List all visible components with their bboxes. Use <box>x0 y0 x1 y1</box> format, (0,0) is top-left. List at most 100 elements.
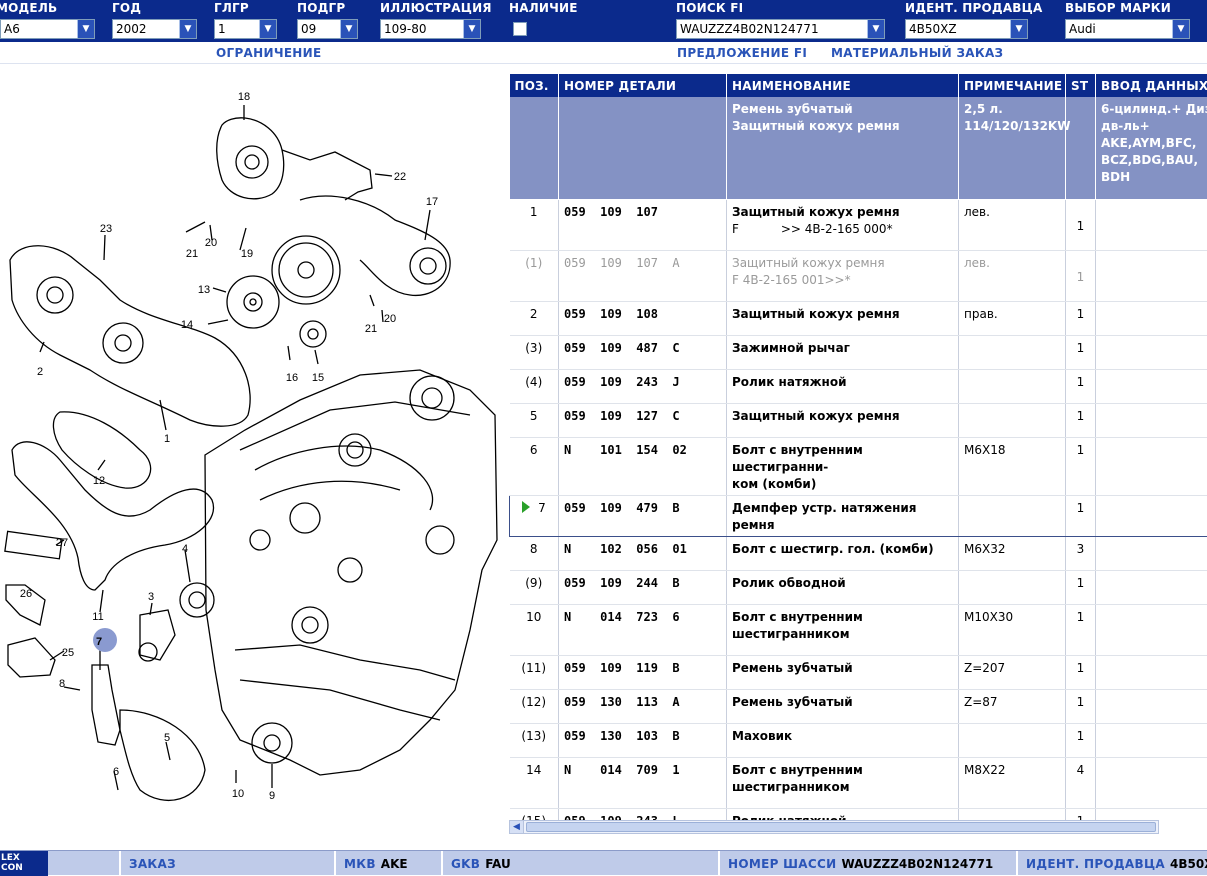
st-value: 1 <box>1071 204 1090 235</box>
scrollbar-thumb[interactable] <box>526 822 1156 832</box>
group-note: 2,5 л.114/120/132KW <box>959 97 1066 199</box>
chevron-down-icon[interactable]: ▼ <box>77 20 94 38</box>
callout-number[interactable]: 16 <box>286 372 298 384</box>
callout-number[interactable]: 11 <box>92 611 103 623</box>
model-select[interactable]: A6 ▼ <box>0 19 95 39</box>
chevron-down-icon[interactable]: ▼ <box>463 20 480 38</box>
callout-number[interactable]: 22 <box>394 171 406 183</box>
callout-number[interactable]: 14 <box>181 319 193 331</box>
col-st-header[interactable]: ST <box>1066 74 1096 97</box>
callout-number[interactable]: 19 <box>241 248 253 260</box>
col-data-entry-header[interactable]: ВВОД ДАННЫХ ... <box>1096 74 1207 97</box>
cell-name: Болт с шестигр. гол. (комби) <box>727 536 959 570</box>
callout-number[interactable]: 27 <box>56 537 68 549</box>
pos-value: 7 <box>538 501 546 515</box>
cell-name: Ролик натяжной <box>727 369 959 403</box>
cell-st: 1 <box>1066 495 1096 536</box>
dealer-id-select[interactable]: 4B50XZ ▼ <box>905 19 1028 39</box>
chevron-down-icon[interactable]: ▼ <box>340 20 357 38</box>
callout-number[interactable]: 9 <box>269 790 275 802</box>
callout-number[interactable]: 13 <box>198 284 210 296</box>
callout-number[interactable]: 15 <box>312 372 324 384</box>
callout-number[interactable]: 26 <box>20 588 32 600</box>
callout-number[interactable]: 18 <box>238 91 250 103</box>
callout-number[interactable]: 4 <box>182 543 188 555</box>
sub-group-select[interactable]: 09 ▼ <box>297 19 358 39</box>
chevron-down-icon[interactable]: ▼ <box>1010 20 1027 38</box>
callout-number[interactable]: 6 <box>113 766 119 778</box>
cell-st: 1 <box>1066 301 1096 335</box>
chevron-down-icon[interactable]: ▼ <box>867 20 884 38</box>
callout-number[interactable]: 12 <box>93 475 105 487</box>
callout-number[interactable]: 8 <box>59 678 65 690</box>
col-pos-header[interactable]: ПОЗ. <box>510 74 559 97</box>
group-note-line1: 2,5 л. <box>964 101 1060 118</box>
callout-number[interactable]: 2 <box>37 366 43 378</box>
illustration-select[interactable]: 109-80 ▼ <box>380 19 481 39</box>
col-note-header[interactable]: ПРИМЕЧАНИЕ <box>959 74 1066 97</box>
search-fi-select[interactable]: WAUZZZ4B02N124771 ▼ <box>676 19 885 39</box>
cell-part-number: 059 109 119 B <box>559 655 727 689</box>
pos-value: 10 <box>526 610 541 624</box>
callout-number[interactable]: 7 <box>96 636 102 648</box>
availability-checkbox[interactable] <box>513 22 527 36</box>
callout-number[interactable]: 25 <box>62 647 74 659</box>
pos-value: 2 <box>530 307 538 321</box>
st-value: 1 <box>1071 374 1090 391</box>
cell-part-number: N 101 154 02 <box>559 437 727 495</box>
col-name-header[interactable]: НАИМЕНОВАНИЕ <box>727 74 959 97</box>
st-value: 1 <box>1071 660 1090 677</box>
brand-select[interactable]: Audi ▼ <box>1065 19 1190 39</box>
chevron-down-icon[interactable]: ▼ <box>1172 20 1189 38</box>
callout-number[interactable]: 20 <box>384 313 396 325</box>
chevron-down-icon[interactable]: ▼ <box>179 20 196 38</box>
cell-note <box>959 403 1066 437</box>
callout-number[interactable]: 20 <box>205 237 217 249</box>
order-segment[interactable]: ЗАКАЗ <box>119 851 329 876</box>
year-select[interactable]: 2002 ▼ <box>112 19 197 39</box>
callout-number[interactable]: 10 <box>232 788 244 800</box>
callout-number[interactable]: 5 <box>164 732 170 744</box>
callout-number[interactable]: 23 <box>100 223 112 235</box>
material-order-link[interactable]: МАТЕРИАЛЬНЫЙ ЗАКАЗ <box>831 46 1003 60</box>
main-group-select[interactable]: 1 ▼ <box>214 19 277 39</box>
cell-data-entry <box>1096 723 1207 757</box>
cell-data-entry <box>1096 335 1207 369</box>
callout-number[interactable]: 3 <box>148 591 154 603</box>
callout-number[interactable]: 17 <box>426 196 438 208</box>
callout-number[interactable]: 21 <box>365 323 377 335</box>
cell-st: 1 <box>1066 369 1096 403</box>
restriction-link[interactable]: ОГРАНИЧЕНИЕ <box>216 46 322 60</box>
callout-number[interactable]: 1 <box>164 433 170 445</box>
offer-fi-link[interactable]: ПРЕДЛОЖЕНИЕ FI <box>677 46 807 60</box>
callout-number[interactable]: 21 <box>186 248 198 260</box>
chevron-down-icon[interactable]: ▼ <box>259 20 276 38</box>
brand-label: ВЫБОР МАРКИ <box>1065 1 1171 15</box>
horizontal-scrollbar[interactable]: ◀ <box>509 820 1159 834</box>
brand-value: Audi <box>1069 22 1096 36</box>
scroll-left-icon[interactable]: ◀ <box>510 821 524 833</box>
name-line1: Болт с шестигр. гол. (комби) <box>732 541 953 558</box>
col-part-number-header[interactable]: НОМЕР ДЕТАЛИ <box>559 74 727 97</box>
